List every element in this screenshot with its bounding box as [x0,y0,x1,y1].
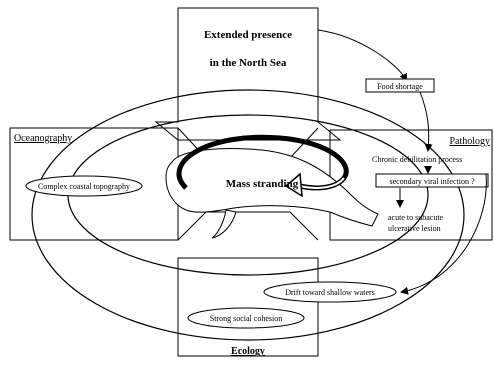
drift-shallow-label: Drift toward shallow waters [285,288,375,297]
top-box-line1: Extended presence [204,29,292,41]
center-label: Mass stranding [226,178,299,190]
acute-label-line1: acute to subacute [388,213,444,222]
food-shortage-label: Food shortage [377,82,423,91]
food-shortage-flow: Food shortage [317,29,435,152]
pathology-title: Pathology [449,136,490,147]
social-cohesion-label: Strong social cohesion [210,314,282,323]
secondary-viral-box [375,173,489,188]
social-cohesion-ellipse [187,307,305,329]
whale-illustration [165,148,379,239]
top-box-line2: in the North Sea [210,57,287,69]
ecology-title: Ecology [231,346,265,357]
complex-coastal-label: Complex coastal topography [38,182,130,191]
oceanography-title: Oceanography [14,133,72,144]
secondary-viral-label: secondary viral infection ? [389,177,475,186]
complex-coastal-ellipse [25,175,143,197]
food-shortage-box [365,78,435,93]
chronic-debilitation-label: Chronic debilitation process [372,155,462,164]
acute-label-line2: ulcerative lesion [388,224,441,233]
bottom-box: Ecology [177,257,319,357]
stranding-loop-arrow [176,134,349,198]
pathology-to-drift-arrow [400,173,487,295]
drift-shallow-ellipse [263,281,397,303]
